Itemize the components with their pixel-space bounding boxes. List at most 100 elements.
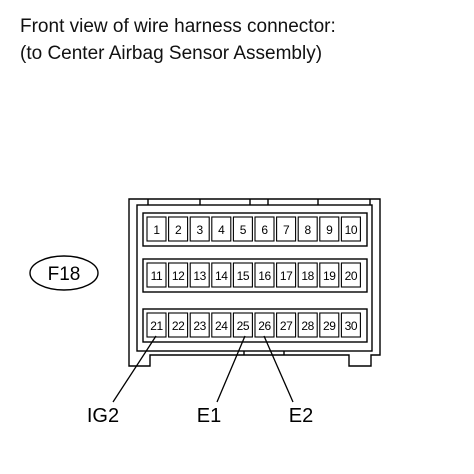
pin-number: 8 <box>305 223 312 237</box>
pin-number: 1 <box>153 223 160 237</box>
pin-number: 23 <box>193 319 206 333</box>
pin-cell: 29 <box>319 312 340 338</box>
pin-cell: 18 <box>297 262 318 288</box>
pin-cell: 4 <box>211 216 232 242</box>
pin-number: 12 <box>172 269 185 283</box>
pin-number: 27 <box>280 319 293 333</box>
pin-cavity <box>189 262 210 288</box>
pin-cavity <box>189 216 210 242</box>
connector-housing <box>128 198 381 367</box>
pin-number: 7 <box>283 223 290 237</box>
pin-number: 18 <box>301 269 314 283</box>
pin-number: 28 <box>301 319 314 333</box>
pin-number: 3 <box>197 223 204 237</box>
pin-cell: 8 <box>297 216 318 242</box>
pin-number: 20 <box>345 269 358 283</box>
pin-cavity <box>146 216 167 242</box>
pin-cavity <box>340 312 361 338</box>
pin-cavity <box>276 262 297 288</box>
pin-cell: 25 <box>232 312 253 338</box>
pin-cell: 22 <box>168 312 189 338</box>
diagram-title: Front view of wire harness connector: <box>20 16 336 37</box>
pin-cell: 20 <box>340 262 361 288</box>
pin-cavity <box>146 262 167 288</box>
pin-number: 5 <box>240 223 247 237</box>
pin-cavity <box>232 312 253 338</box>
pin-cell: 9 <box>319 216 340 242</box>
pin-cell: 1 <box>146 216 167 242</box>
pin-cavity <box>319 312 340 338</box>
pin-number: 11 <box>151 269 163 283</box>
pin-cavity <box>319 262 340 288</box>
pin-number: 30 <box>345 319 358 333</box>
pin-cell: 11 <box>146 262 167 288</box>
pin-cell: 17 <box>276 262 297 288</box>
diagram-subtitle: (to Center Airbag Sensor Assembly) <box>20 43 323 64</box>
connector-code: F18 <box>48 264 81 285</box>
pin-number: 21 <box>150 319 163 333</box>
pin-number: 14 <box>215 269 228 283</box>
leader-line-ig2 <box>112 335 157 403</box>
pin-number: 2 <box>175 223 182 237</box>
pin-number: 22 <box>172 319 185 333</box>
pin-cavity <box>168 216 189 242</box>
pin-number: 6 <box>261 223 268 237</box>
pin-cavity <box>211 262 232 288</box>
pin-number: 25 <box>237 319 250 333</box>
pin-number: 9 <box>326 223 333 237</box>
pin-cell: 10 <box>340 216 361 242</box>
pin-number: 26 <box>258 319 271 333</box>
pin-number: 15 <box>237 269 250 283</box>
pin-cavity <box>340 262 361 288</box>
callout-label-ig2: IG2 <box>87 405 119 427</box>
pin-cavity <box>319 216 340 242</box>
pin-cell: 23 <box>189 312 210 338</box>
pin-cell: 7 <box>276 216 297 242</box>
leader-line-e1 <box>216 335 246 403</box>
pin-cavity <box>297 262 318 288</box>
pin-cavity <box>276 312 297 338</box>
pin-cell: 14 <box>211 262 232 288</box>
leader-line-e2 <box>263 335 294 403</box>
pin-cavity <box>232 262 253 288</box>
pin-number: 13 <box>193 269 206 283</box>
pin-number: 17 <box>280 269 293 283</box>
pin-number: 24 <box>215 319 228 333</box>
pin-cell: 12 <box>168 262 189 288</box>
callout-label-e2: E2 <box>289 405 313 427</box>
pin-cell: 26 <box>254 312 275 338</box>
pin-number: 4 <box>218 223 225 237</box>
pin-cavity <box>168 262 189 288</box>
pin-cell: 6 <box>254 216 275 242</box>
pin-cell: 5 <box>232 216 253 242</box>
pin-cavity <box>168 312 189 338</box>
callout-label-e1: E1 <box>197 405 221 427</box>
callout-leaders <box>112 335 294 403</box>
pin-cell: 28 <box>297 312 318 338</box>
pin-cavity <box>232 216 253 242</box>
pin-number: 10 <box>345 223 358 237</box>
pin-cavity <box>276 216 297 242</box>
pin-number: 19 <box>323 269 336 283</box>
pin-cell: 2 <box>168 216 189 242</box>
pin-cavity <box>189 312 210 338</box>
pin-cell: 21 <box>146 312 167 338</box>
pin-cavity <box>340 216 361 242</box>
pin-cavity <box>297 312 318 338</box>
pin-cell: 27 <box>276 312 297 338</box>
pin-cell: 30 <box>340 312 361 338</box>
pin-cavity <box>211 312 232 338</box>
pin-cell: 3 <box>189 216 210 242</box>
pin-cell: 13 <box>189 262 210 288</box>
pin-cell: 19 <box>319 262 340 288</box>
pin-cell: 16 <box>254 262 275 288</box>
pin-cavity <box>146 312 167 338</box>
pin-cavity <box>254 216 275 242</box>
pin-number: 16 <box>258 269 271 283</box>
pin-number: 29 <box>323 319 336 333</box>
pin-cavity <box>211 216 232 242</box>
pin-cavity <box>254 262 275 288</box>
pin-cavity <box>297 216 318 242</box>
